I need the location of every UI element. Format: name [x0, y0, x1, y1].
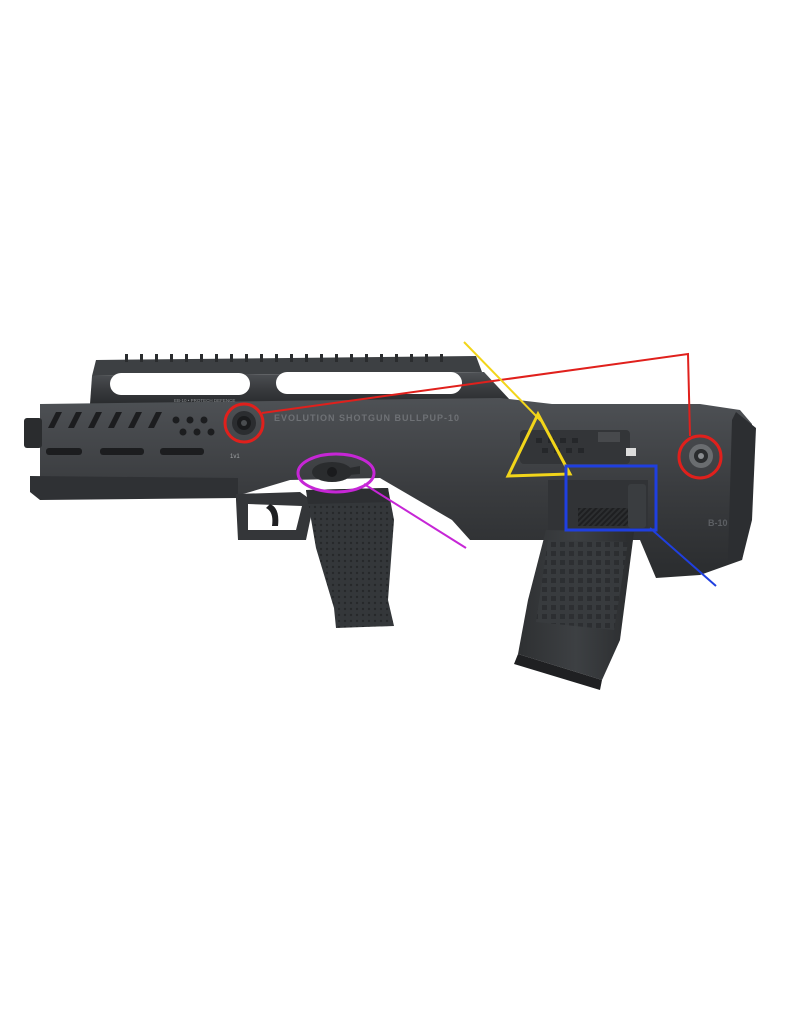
red-circle-rear-pin: [677, 434, 723, 480]
trigger: [266, 504, 279, 526]
blue-leader-line: [649, 527, 717, 587]
engraving-stock: B-10: [708, 518, 728, 528]
muzzle: [24, 418, 42, 448]
engraving-small: EB-10 • PROTECH DEFENCE: [174, 398, 235, 403]
rear-takedown-pin: [689, 444, 713, 468]
shotgun: EVOLUTION SHOTGUN BULLPUP-10 EB-10 • PRO…: [24, 354, 756, 690]
pistol-grip: [306, 488, 394, 628]
ejection-port: [520, 430, 636, 464]
yellow-triangle: [505, 410, 573, 478]
safety-selector: [312, 462, 360, 482]
front-takedown-pin: [232, 411, 256, 435]
red-leader-line: [261, 352, 691, 437]
red-circle-front-pin: [223, 402, 265, 444]
yellow-leader-line: [463, 341, 542, 422]
top-rail: [92, 354, 482, 376]
handguard-lower: [30, 476, 238, 500]
magazine-well: [548, 480, 648, 536]
annotation-overlay: [223, 341, 723, 587]
magenta-leader-line: [363, 483, 467, 549]
blue-rectangle: [564, 464, 658, 532]
trigger-guard: [236, 492, 314, 540]
handle-window-rear: [276, 372, 462, 394]
magenta-ellipse: [296, 452, 376, 494]
handle-window-front: [110, 373, 250, 395]
engraving-main: EVOLUTION SHOTGUN BULLPUP-10: [274, 413, 460, 423]
handguard-vents: [46, 412, 215, 455]
selector-mark: 1v1: [230, 454, 240, 460]
buttstock-end: [728, 412, 756, 560]
